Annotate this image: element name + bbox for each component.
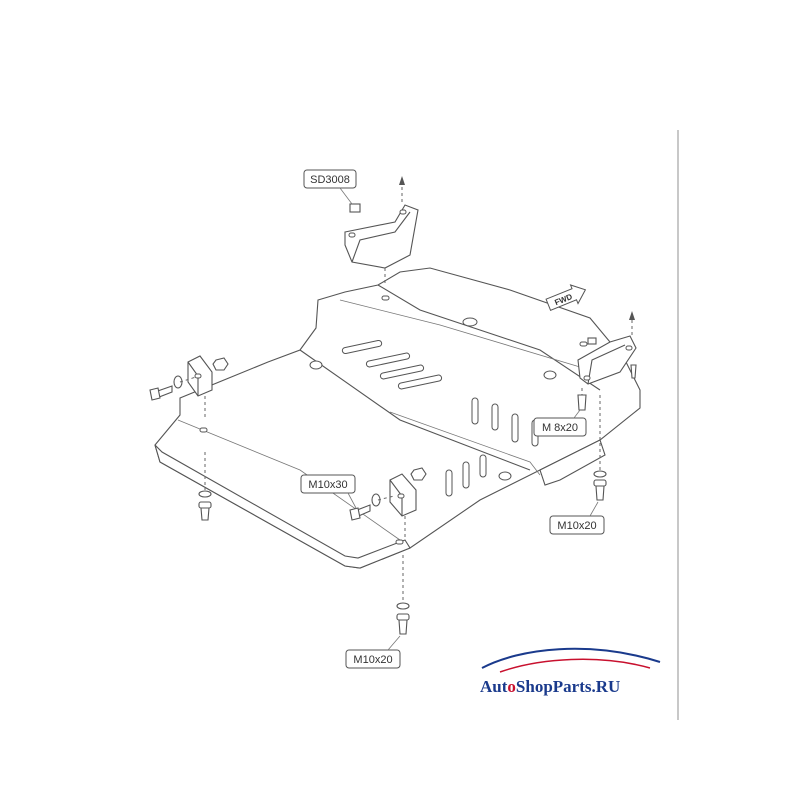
arrow-up-icon-right xyxy=(629,311,635,320)
label-sd3008: SD3008 xyxy=(303,169,357,205)
nut-middle xyxy=(410,467,427,481)
bolt-m8: M 8x20 xyxy=(533,388,587,437)
skid-plate-right-flap xyxy=(539,439,606,486)
skid-plate xyxy=(154,267,641,569)
skid-plate-fold-line xyxy=(299,349,531,471)
middle-bracket xyxy=(349,467,427,540)
label-m10x30: M10x30 xyxy=(300,474,357,509)
mounting-holes xyxy=(199,295,588,545)
bolt-left-bottom xyxy=(198,452,212,521)
washer-left xyxy=(173,375,183,389)
fwd-arrow: FWD xyxy=(545,284,587,311)
label-m10x20-right-text: M10x20 xyxy=(557,520,596,532)
logo-text-part2: ShopParts.RU xyxy=(516,677,620,696)
label-sd3008-text: SD3008 xyxy=(310,174,350,186)
logo-text-part1: Aut xyxy=(480,677,508,696)
right-bracket xyxy=(577,311,637,385)
watermark-logo: AutoShopParts.RU xyxy=(480,647,661,696)
bolt-m10x20-right: M10x20 xyxy=(549,395,607,535)
label-m8-text: M 8x20 xyxy=(542,422,578,434)
skid-plate-front-ridge xyxy=(177,419,401,541)
top-bracket xyxy=(344,176,419,285)
left-bracket xyxy=(149,355,229,420)
nut-left xyxy=(212,357,229,371)
vent-slots-diagonal xyxy=(341,339,443,390)
logo-text: AutoShopParts.RU xyxy=(480,677,620,696)
bolt-m10x20-bottom: M10x20 xyxy=(345,555,410,669)
vent-slots-vertical-lower xyxy=(445,454,487,497)
label-m10x20-bottom-text: M10x20 xyxy=(353,654,392,666)
bolt-right-top xyxy=(630,364,637,379)
skid-plate-ridge-2 xyxy=(389,411,541,476)
label-m10x30-text: M10x30 xyxy=(308,479,347,491)
clip-sd3008 xyxy=(349,203,361,213)
skid-plate-ridge xyxy=(339,299,591,371)
clip-right xyxy=(587,337,597,345)
arrow-up-icon xyxy=(399,176,405,185)
skid-plate-front-edge xyxy=(154,444,411,569)
logo-wheel-icon: o xyxy=(507,677,516,696)
skid-plate-rear-fold xyxy=(377,284,601,391)
logo-car-swoosh xyxy=(481,647,661,669)
